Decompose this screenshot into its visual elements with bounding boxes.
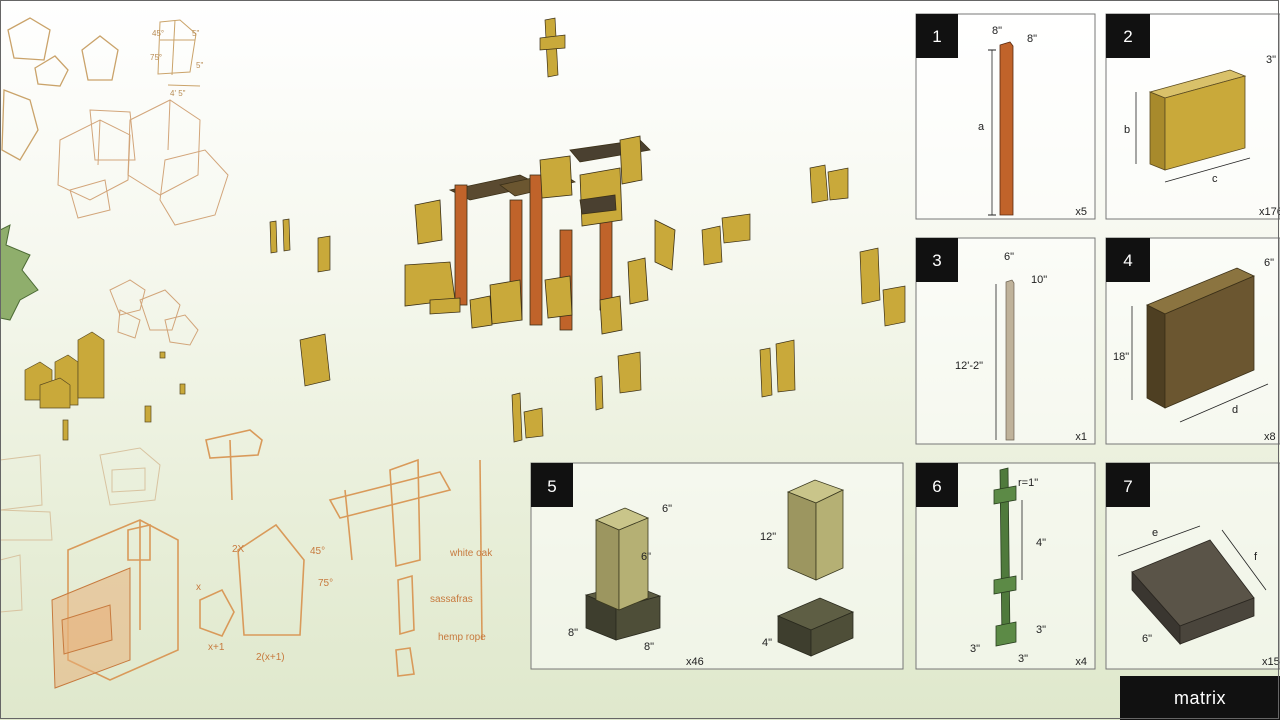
panel-3-dim-length: 12'-2" <box>955 360 983 372</box>
panel-2-quantity: x176 <box>1259 206 1280 218</box>
panel-7: 7 e f 6" x15 <box>1105 462 1280 670</box>
panel-6-quantity: x4 <box>1075 656 1087 668</box>
annotation-x: x <box>196 582 201 593</box>
panel-3: 3 6" 10" 12'-2" x1 <box>915 237 1096 445</box>
annotation-hemp-rope: hemp rope <box>438 632 486 643</box>
sketch-text-small: 45° 5" 75° 5" 4' 5" <box>150 29 203 98</box>
panel-6-dim-tab-height: 3" <box>1036 624 1046 636</box>
panel-7-dim-e: e <box>1152 527 1158 539</box>
panel-4-number: 4 <box>1123 251 1132 270</box>
panel-7-quantity: x15 <box>1262 656 1280 668</box>
panel-2-dim-thickness: 3" <box>1266 54 1276 66</box>
svg-text:5": 5" <box>192 29 199 38</box>
panel-6-dim-left: 3" <box>970 643 980 655</box>
matrix-label: matrix <box>1120 676 1280 720</box>
panel-4-quantity: x8 <box>1264 431 1276 443</box>
svg-text:75°: 75° <box>150 53 162 62</box>
annotation-white-oak: white oak <box>449 548 493 559</box>
panel-1-number: 1 <box>932 27 941 46</box>
panel-4-dim-thickness: 6" <box>1264 257 1274 269</box>
panel-6-dim-spacing: 4" <box>1036 537 1046 549</box>
svg-text:45°: 45° <box>152 29 164 38</box>
panel-5-dim-top: 6" <box>662 503 672 515</box>
leaf-shape <box>0 224 39 321</box>
panel-3-number: 3 <box>932 251 941 270</box>
panel-2: 2 3" b c x176 <box>1105 13 1280 220</box>
panel-3-dim-width: 6" <box>1004 251 1014 263</box>
panel-4-dim-height: 18" <box>1113 351 1129 363</box>
panel-1-quantity: x5 <box>1075 206 1087 218</box>
panel-1-dim-depth: 8" <box>1027 33 1037 45</box>
panel-1-dim-a: a <box>978 121 985 133</box>
panel-6: 6 r=1" 4" 3" 3" 3" x4 <box>915 462 1096 670</box>
annotation-2x: 2X <box>232 544 245 555</box>
orange-sketch-fills <box>51 567 131 689</box>
panel-5-quantity: x46 <box>686 656 704 668</box>
panel-7-number: 7 <box>1123 477 1132 496</box>
panel-5-dim-column: 6" <box>641 551 651 563</box>
panel-5: 5 6" 6" 8" 8" 12" 4" x46 <box>530 462 904 670</box>
panel-7-dim-thickness: 6" <box>1142 633 1152 645</box>
annotation-2-x-plus-1: 2(x+1) <box>256 652 285 663</box>
panel-5-dim-height: 12" <box>760 531 776 543</box>
panel-5-number: 5 <box>547 477 556 496</box>
annotation-45deg: 45° <box>310 546 325 557</box>
sketch-labels: white oak sassafras hemp rope 2X 45° 75°… <box>196 544 493 663</box>
panel-2-number: 2 <box>1123 27 1132 46</box>
central-structure <box>404 135 676 335</box>
svg-text:4' 5": 4' 5" <box>170 89 186 98</box>
svg-text:5": 5" <box>196 61 203 70</box>
panel-5-dim-base-height: 4" <box>762 637 772 649</box>
pentagon-sketches <box>1 17 119 161</box>
panel-5-dim-base-right: 8" <box>644 641 654 653</box>
panel-2-dim-b: b <box>1124 124 1130 136</box>
panel-2-dim-c: c <box>1212 173 1218 185</box>
panel-6-number: 6 <box>932 477 941 496</box>
panel-5-dim-base-left: 8" <box>568 627 578 639</box>
annotation-sassafras: sassafras <box>430 594 473 605</box>
panel-3-dim-depth: 10" <box>1031 274 1047 286</box>
panel-6-dim-radius: r=1" <box>1018 477 1038 489</box>
scattered-blocks-left <box>24 331 186 441</box>
annotation-75deg: 75° <box>318 578 333 589</box>
orange-sketch-lower <box>67 429 483 681</box>
panel-1: 1 8" 8" a x5 <box>915 13 1096 220</box>
panel-4: 4 6" 18" d x8 <box>1105 237 1280 445</box>
wireframe-cubes <box>57 99 229 346</box>
panel-6-dim-bottom: 3" <box>1018 653 1028 665</box>
annotation-x-plus-1: x+1 <box>208 642 225 653</box>
panel-1-dim-width: 8" <box>992 25 1002 37</box>
panel-3-quantity: x1 <box>1075 431 1087 443</box>
panel-4-dim-d: d <box>1232 404 1238 416</box>
angle-sketch <box>157 19 201 87</box>
scattered-pieces <box>269 17 906 443</box>
tan-sketch-lower-left <box>0 447 161 613</box>
panel-7-dim-f: f <box>1254 551 1258 563</box>
